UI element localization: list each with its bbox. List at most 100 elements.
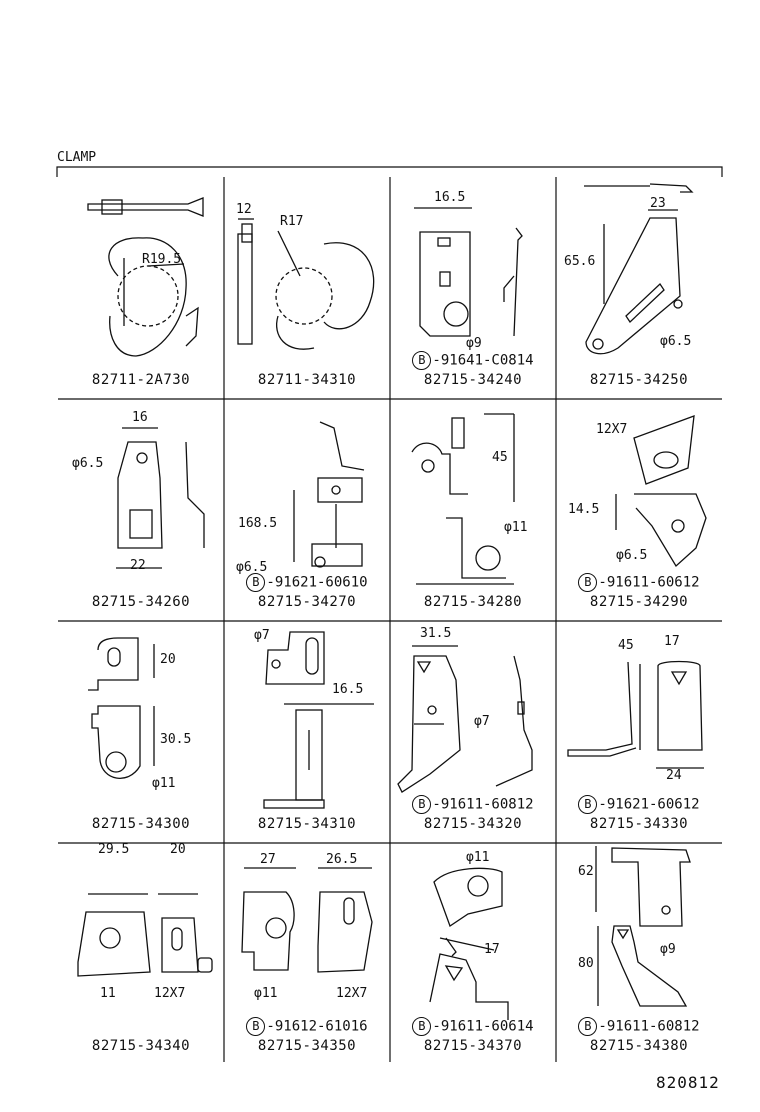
bolt-number: -91612-61016 xyxy=(266,1018,368,1035)
dim-label: φ6.5 xyxy=(72,456,104,471)
part-number: 82715-34330 xyxy=(589,816,689,832)
dim-label: 12X7 xyxy=(336,986,368,1001)
dim-label: φ11 xyxy=(254,986,278,1001)
bolt-reference: B-91641-C0814 xyxy=(390,351,556,370)
clamp-drawing xyxy=(429,867,509,1020)
part-cell: 23 65.6 φ6.5 82715-34250 xyxy=(556,176,722,398)
part-number: 82715-34300 xyxy=(91,816,191,832)
b-circle-icon: B xyxy=(246,573,266,592)
dim-label: 27 xyxy=(260,852,276,867)
part-cell: 16 φ6.5 22 82715-34260 xyxy=(58,398,224,620)
part-number: 82715-34280 xyxy=(423,594,523,610)
dim-label: 26.5 xyxy=(326,852,358,867)
dim-label: 30.5 xyxy=(160,732,192,747)
dim-label: 45 xyxy=(618,638,634,653)
dim-label: 62 xyxy=(578,864,594,879)
part-number: 82715-34270 xyxy=(257,594,357,610)
bolt-number: -91611-60614 xyxy=(432,1018,534,1035)
parts-grid: R19.5 82711-2A730 12 R17 82711-34310 xyxy=(58,176,722,1064)
clamp-drawing xyxy=(397,645,533,793)
clamp-drawing xyxy=(241,867,373,973)
part-number: 82715-34340 xyxy=(91,1038,191,1054)
bolt-number: -91611-60612 xyxy=(598,574,700,591)
clamp-drawing xyxy=(411,413,515,585)
bolt-number: -91611-60812 xyxy=(432,796,534,813)
clamp-drawing xyxy=(88,637,155,779)
dim-label: R17 xyxy=(280,214,304,229)
dim-label: 31.5 xyxy=(420,626,452,641)
dim-label: 11 xyxy=(100,986,116,1001)
clamp-drawing xyxy=(567,660,704,769)
dim-label: 17 xyxy=(484,942,500,957)
b-circle-icon: B xyxy=(578,573,598,592)
dim-label: φ7 xyxy=(254,628,270,643)
dim-label: 16.5 xyxy=(332,682,364,697)
part-cell: φ7 16.5 82715-34310 xyxy=(224,620,390,842)
part-cell: 45 φ11 82715-34280 xyxy=(390,398,556,620)
dim-label: 45 xyxy=(492,450,508,465)
dim-label: 12X7 xyxy=(154,986,186,1001)
bolt-number: -91621-60610 xyxy=(266,574,368,591)
dim-label: φ6.5 xyxy=(660,334,692,349)
diagram-title: CLAMP xyxy=(57,150,97,165)
dim-label: 20 xyxy=(170,842,186,857)
dim-label: 168.5 xyxy=(238,516,278,531)
bolt-reference: B-91611-60812 xyxy=(556,1017,722,1036)
dim-label: φ11 xyxy=(152,776,176,791)
part-cell: 168.5 φ6.5 B-91621-60610 82715-34270 xyxy=(224,398,390,620)
part-number: 82715-34260 xyxy=(91,594,191,610)
dim-label: R19.5 xyxy=(142,252,182,267)
clamp-drawing xyxy=(615,415,707,568)
dim-label: 22 xyxy=(130,558,146,573)
b-circle-icon: B xyxy=(578,1017,598,1036)
clamp-drawing xyxy=(414,207,523,337)
dim-label: 14.5 xyxy=(568,502,600,517)
clamp-drawing xyxy=(77,893,213,977)
part-cell: 20 30.5 φ11 82715-34300 xyxy=(58,620,224,842)
dim-label: φ7 xyxy=(474,714,490,729)
dim-label: φ6.5 xyxy=(616,548,648,563)
dim-label: 12X7 xyxy=(596,422,628,437)
dim-label: 23 xyxy=(650,196,666,211)
part-cell: 12X7 14.5 φ6.5 B-91611-60612 82715-34290 xyxy=(556,398,722,620)
dim-label: 16 xyxy=(132,410,148,425)
dim-label: 16.5 xyxy=(434,190,466,205)
dim-label: 80 xyxy=(578,956,594,971)
part-number: 82715-34250 xyxy=(589,372,689,388)
diagram-reference-code: 820812 xyxy=(656,1073,720,1092)
b-circle-icon: B xyxy=(578,795,598,814)
dim-label: 17 xyxy=(664,634,680,649)
bolt-number: -91641-C0814 xyxy=(432,352,534,369)
bolt-reference: B-91611-60612 xyxy=(556,573,722,592)
part-cell: 27 26.5 φ11 12X7 B-91612-61016 82715-343… xyxy=(224,842,390,1064)
clamp-drawing xyxy=(263,631,374,809)
bolt-number: -91611-60812 xyxy=(598,1018,700,1035)
part-number: 82715-34240 xyxy=(423,372,523,388)
part-cell: R19.5 82711-2A730 xyxy=(58,176,224,398)
dim-label: φ11 xyxy=(504,520,528,535)
bolt-reference: B-91621-60610 xyxy=(224,573,390,592)
part-cell: 12 R17 82711-34310 xyxy=(224,176,390,398)
part-number: 82715-34370 xyxy=(423,1038,523,1054)
dim-label: 24 xyxy=(666,768,682,783)
bolt-reference: B-91612-61016 xyxy=(224,1017,390,1036)
part-number: 82715-34380 xyxy=(589,1038,689,1054)
bolt-reference: B-91611-60812 xyxy=(390,795,556,814)
part-number: 82711-2A730 xyxy=(91,372,191,388)
dim-label: φ6.5 xyxy=(236,560,268,575)
dim-label: φ9 xyxy=(466,336,482,351)
dim-label: φ11 xyxy=(466,850,490,865)
clamp-drawing xyxy=(584,183,694,355)
bolt-reference: B-91621-60612 xyxy=(556,795,722,814)
clamp-drawing xyxy=(595,846,691,1007)
b-circle-icon: B xyxy=(412,795,432,814)
clamp-drawing xyxy=(116,427,205,569)
dim-label: φ9 xyxy=(660,942,676,957)
part-number: 82715-34290 xyxy=(589,594,689,610)
part-number: 82715-34350 xyxy=(257,1038,357,1054)
part-number: 82715-34320 xyxy=(423,816,523,832)
part-cell: 45 17 24 B-91621-60612 82715-34330 xyxy=(556,620,722,842)
part-cell: 16.5 φ9 B-91641-C0814 82715-34240 xyxy=(390,176,556,398)
b-circle-icon: B xyxy=(246,1017,266,1036)
